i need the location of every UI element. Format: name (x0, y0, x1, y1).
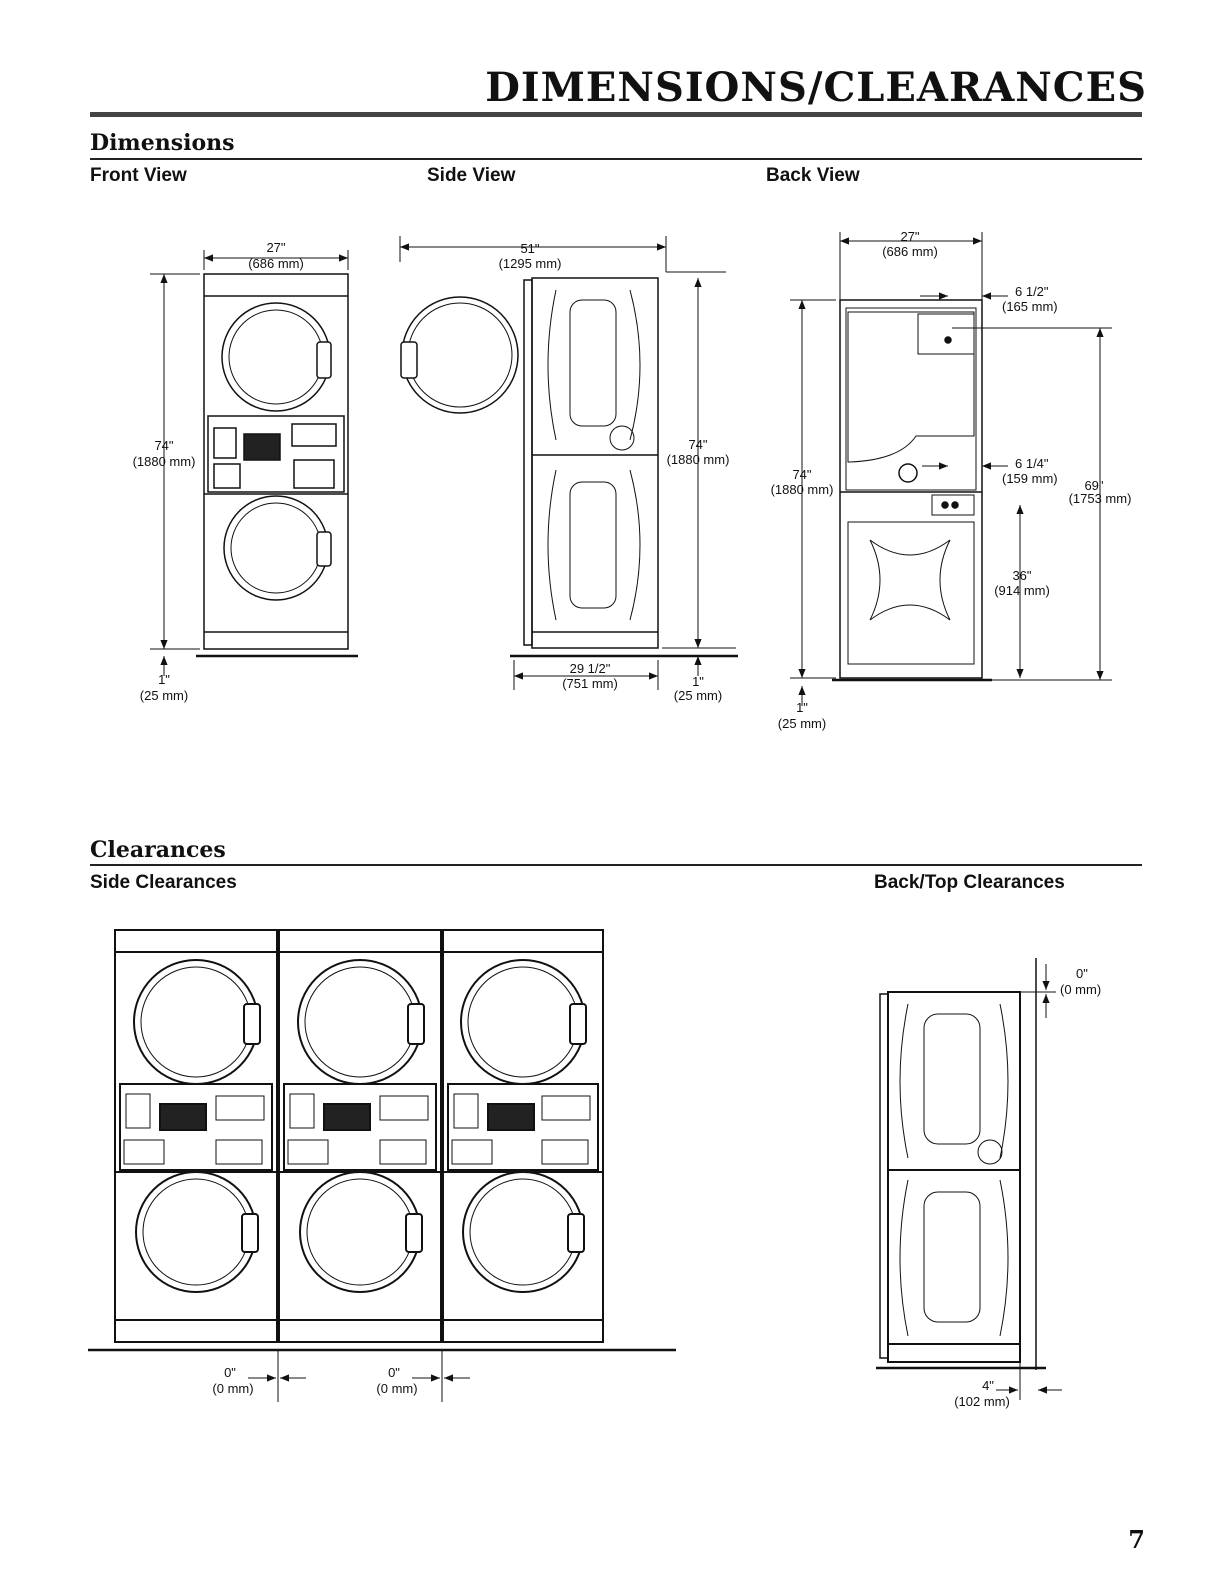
stacked-unit-2 (278, 929, 442, 1343)
side-depth-in: 29 1/2" (570, 661, 611, 676)
front-width-in: 27" (266, 240, 285, 255)
side-feet-in: 1" (692, 674, 704, 689)
back-top-clearance-lines (996, 964, 1062, 1400)
back-top-clearances-title: Back/Top Clearances (874, 872, 1065, 893)
back-lower-offset-mm: (159 mm) (1002, 471, 1058, 486)
side-open-depth-in: 51" (520, 241, 539, 256)
back-washer-dryer (832, 299, 992, 682)
side-clearance-lines (248, 1350, 470, 1402)
back-lower-connection-in: 36" (1012, 568, 1031, 583)
back-upper-connection-in: 69" (1084, 478, 1103, 493)
back-upper-offset-in: 6 1/2" (1015, 284, 1049, 299)
back-clearance-mm: (102 mm) (954, 1394, 1010, 1409)
front-feet-in: 1" (158, 672, 170, 687)
back-upper-connection-mm: (1753 mm) (1069, 491, 1132, 506)
back-dimension-lines (790, 232, 1112, 706)
clearances-heading: Clearances (90, 837, 226, 863)
clearances-rule (90, 864, 1142, 866)
unit-row (88, 929, 676, 1352)
side-view-title: Side View (427, 165, 516, 186)
side-dimension-lines (399, 236, 736, 690)
side-gap1-in: 0" (224, 1365, 236, 1380)
side-clearances-title: Side Clearances (90, 872, 237, 893)
back-view-title: Back View (766, 165, 860, 186)
top-clearance-in: 0" (1076, 966, 1088, 981)
back-height-in: 74" (792, 467, 811, 482)
side-washer-dryer (400, 277, 738, 658)
front-cabinet (203, 273, 349, 650)
back-width-mm: (686 mm) (882, 244, 938, 259)
front-control-panel (207, 415, 345, 493)
back-height-mm: (1880 mm) (771, 482, 834, 497)
front-height-mm: (1880 mm) (133, 454, 196, 469)
front-height-in: 74" (154, 438, 173, 453)
back-feet-in: 1" (796, 700, 808, 715)
front-washer-dryer (196, 273, 358, 658)
side-height-in: 74" (688, 437, 707, 452)
dimensions-rule (90, 158, 1142, 160)
side-gap2-in: 0" (388, 1365, 400, 1380)
back-feet-mm: (25 mm) (778, 716, 826, 731)
side-gap2-mm: (0 mm) (376, 1381, 417, 1396)
back-upper-offset-mm: (165 mm) (1002, 299, 1058, 314)
back-clearance-in: 4" (982, 1378, 994, 1393)
back-lower-offset-in: 6 1/4" (1015, 456, 1049, 471)
front-dimension-lines (150, 250, 349, 676)
back-lower-connection-mm: (914 mm) (994, 583, 1050, 598)
title-rule (90, 112, 1142, 117)
front-feet-mm: (25 mm) (140, 688, 188, 703)
dimensions-heading: Dimensions (90, 130, 235, 156)
back-width-in: 27" (900, 229, 919, 244)
side-gap1-mm: (0 mm) (212, 1381, 253, 1396)
back-top-unit (876, 958, 1046, 1370)
page-title: DIMENSIONS/CLEARANCES (485, 64, 1147, 111)
side-depth-mm: (751 mm) (562, 676, 618, 691)
stacked-unit-3 (442, 929, 604, 1343)
stacked-unit-1 (114, 929, 278, 1343)
front-view-title: Front View (90, 165, 187, 186)
front-width-mm: (686 mm) (248, 256, 304, 271)
side-feet-mm: (25 mm) (674, 688, 722, 703)
top-clearance-mm: (0 mm) (1060, 982, 1101, 997)
side-height-mm: (1880 mm) (667, 452, 730, 467)
back-cabinet (839, 299, 983, 679)
page-number: 7 (1128, 1525, 1145, 1554)
side-open-depth-mm: (1295 mm) (499, 256, 562, 271)
